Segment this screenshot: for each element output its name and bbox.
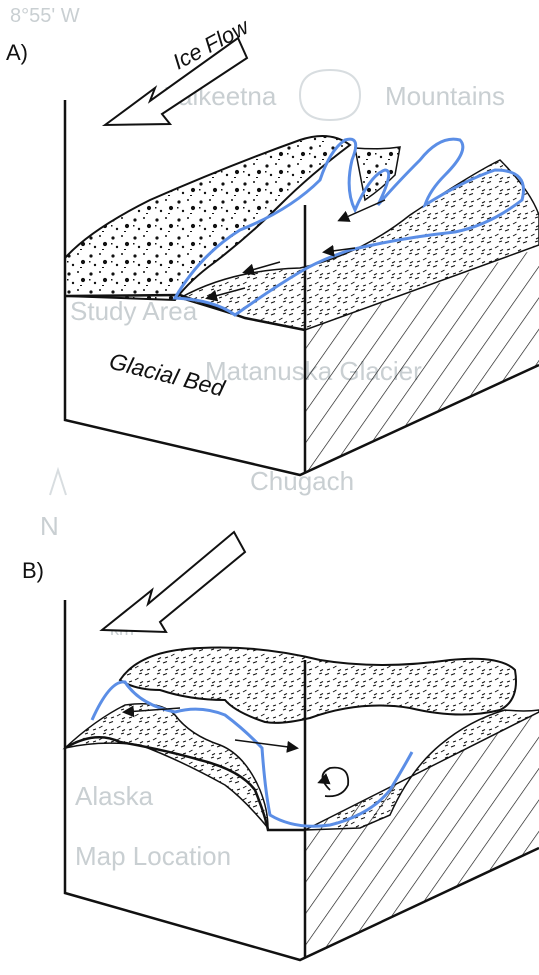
map-label-chugach: Chugach (250, 466, 354, 496)
map-contour (300, 70, 360, 120)
panel-a-flow-arrow-1 (340, 200, 385, 220)
map-label-study-area: Study Area (70, 296, 198, 326)
panel-b-right-face (305, 712, 539, 958)
map-label-north: N (40, 511, 59, 541)
panel-b-letter: B) (22, 558, 44, 583)
panel-a-letter: A) (6, 40, 28, 65)
map-coordinate: 8°55' W (10, 5, 80, 27)
panel-b: B) (22, 532, 539, 960)
map-label-alaska: Alaska (75, 781, 154, 811)
panel-b-vortex (323, 768, 349, 797)
panel-b-ice-flow-arrow (102, 532, 245, 632)
panel-b-flow-arrow-right (235, 740, 296, 748)
map-north-arrow (50, 470, 66, 495)
map-label-map-location: Map Location (75, 841, 231, 871)
map-label-mountains: Mountains (385, 81, 505, 111)
